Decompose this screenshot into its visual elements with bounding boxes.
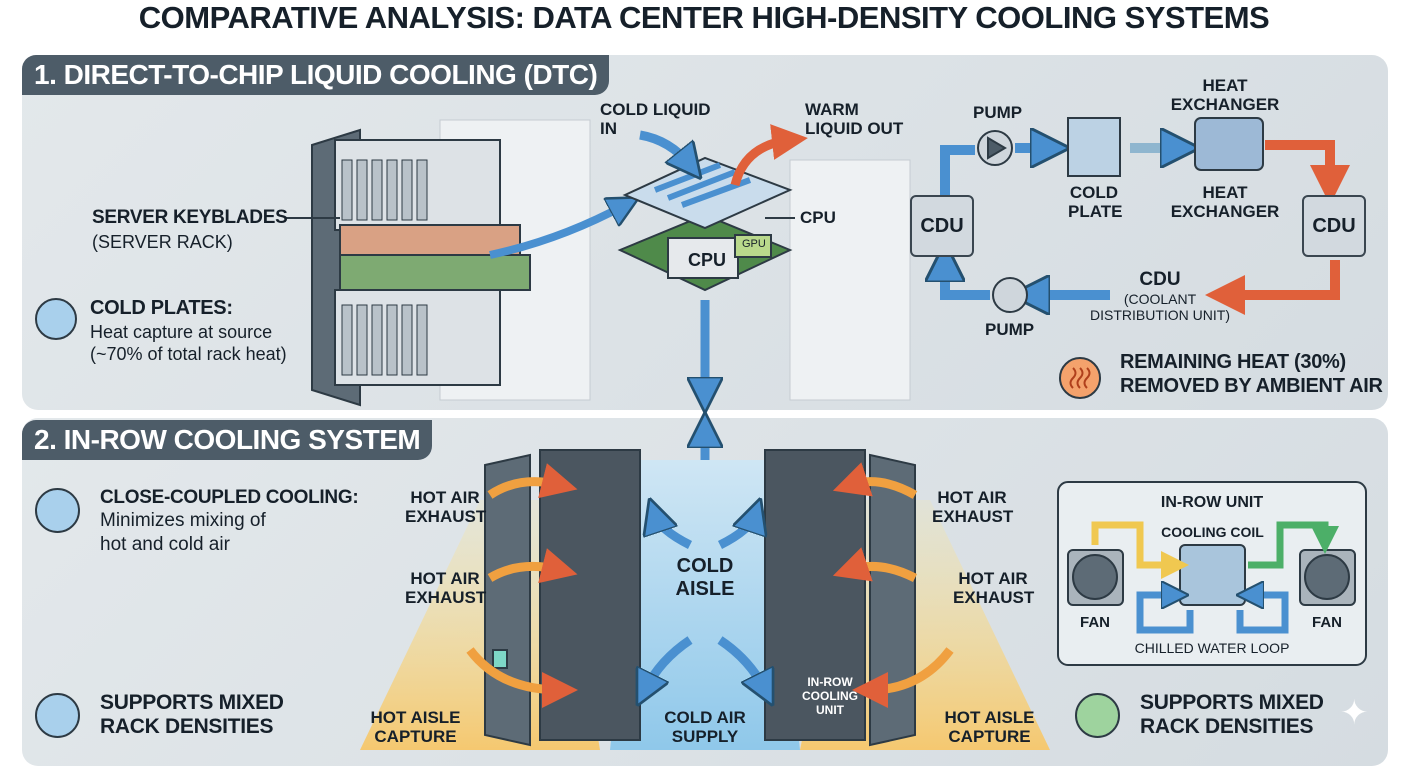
server-rack-illustration: [311, 128, 531, 407]
pump-top-label: PUMP: [973, 103, 1023, 122]
cold-plate-label: COLD: [1069, 183, 1119, 202]
hot-air-exhaust-label-2: EXHAUST: [953, 588, 1035, 607]
hot-air-exhaust-label: HOT AIR: [410, 569, 480, 588]
rack-row-left: [484, 449, 641, 747]
cold-plates-share: (~70% of total rack heat): [90, 344, 287, 364]
remaining-heat-label-2: REMOVED BY AMBIENT AIR: [1120, 375, 1383, 397]
mixed-density-right-2: RACK DENSITIES: [1140, 715, 1314, 738]
sparkle-icon: ✦: [1340, 694, 1369, 732]
chilled-water-loop-label: CHILLED WATER LOOP: [1134, 640, 1290, 656]
hot-aisle-capture-label-2: CAPTURE: [374, 727, 457, 746]
cdu-left-box: CDU: [910, 195, 974, 257]
hx-top-label: HEAT: [1202, 76, 1248, 95]
cold-aisle-label-2: AISLE: [675, 578, 735, 600]
warm-liquid-out-label: WARM: [805, 100, 859, 119]
hot-aisle-capture-label-2: CAPTURE: [948, 727, 1031, 746]
server-keyblades-label: SERVER KEYBLADES: [92, 207, 288, 228]
cdu-desc-2: DISTRIBUTION UNIT): [1090, 307, 1230, 323]
hot-air-exhaust-label: HOT AIR: [937, 488, 1007, 507]
cold-aisle-label: COLD: [676, 555, 734, 577]
warm-liquid-out-label-2: LIQUID OUT: [805, 119, 904, 138]
cdu-right-box: CDU: [1302, 195, 1366, 257]
cold-plates-desc: Heat capture at source: [90, 322, 273, 342]
mixed-density-left-2: RACK DENSITIES: [100, 715, 274, 738]
rack-cube-icon: [35, 693, 80, 738]
hot-air-exhaust-label: HOT AIR: [958, 569, 1028, 588]
inrow-cooling-unit-label-3: UNIT: [816, 703, 844, 717]
cold-air-supply-label-2: SUPPLY: [671, 727, 739, 746]
cold-air-supply-label: COLD AIR: [664, 708, 746, 727]
server-rack-label: (SERVER RACK): [92, 232, 233, 252]
cold-plates-title: COLD PLATES:: [90, 297, 233, 319]
inrow-cooling-unit-label: IN-ROW: [807, 675, 853, 689]
hot-aisle-capture-label: HOT AISLE: [370, 708, 461, 727]
hot-air-exhaust-label-2: EXHAUST: [405, 507, 487, 526]
coolant-loop: [945, 145, 1350, 315]
fan-left-label: FAN: [1080, 614, 1110, 631]
rack-density-icon: [1075, 693, 1120, 738]
chip-gpu: GPU: [742, 238, 766, 250]
cold-liquid-in-label-2: IN: [600, 119, 617, 138]
hot-air-exhaust-label-2: EXHAUST: [932, 507, 1014, 526]
mixed-density-left: SUPPORTS MIXED: [100, 691, 284, 714]
hx-label: HEAT: [1202, 183, 1248, 202]
close-coupled-cooling-icon: [35, 488, 80, 533]
fan-right-label: FAN: [1312, 614, 1342, 631]
close-coupled-title: CLOSE-COUPLED COOLING:: [100, 487, 359, 508]
inrow-cooling-unit-label-2: COOLING: [802, 689, 858, 703]
cpu-callout: CPU: [800, 208, 836, 227]
inrow-unit-title: IN-ROW UNIT: [1160, 494, 1264, 511]
cdu-label: CDU: [1139, 269, 1181, 290]
cold-plate-icon: [35, 298, 77, 340]
pump-bottom-label: PUMP: [985, 320, 1035, 339]
close-coupled-desc: Minimizes mixing of: [100, 510, 266, 531]
cdu-desc: (COOLANT: [1123, 291, 1197, 307]
remaining-heat-label: REMAINING HEAT (30%): [1120, 351, 1346, 373]
inrow-header: 2. IN-ROW COOLING SYSTEM: [22, 420, 433, 460]
chip-cpu: CPU: [688, 250, 727, 270]
hx-label-2: EXCHANGER: [1170, 202, 1280, 221]
hx-top-label-2: EXCHANGER: [1170, 95, 1280, 114]
hot-aisle-capture-label: HOT AISLE: [944, 708, 1035, 727]
cold-liquid-in-label: COLD LIQUID: [600, 100, 711, 119]
page-title: COMPARATIVE ANALYSIS: DATA CENTER HIGH-D…: [138, 0, 1270, 35]
close-coupled-desc-2: hot and cold air: [100, 534, 230, 555]
cold-plate-label-2: PLATE: [1068, 202, 1123, 221]
cold-plate-chip-illustration: [617, 156, 793, 292]
dtc-header: 1. DIRECT-TO-CHIP LIQUID COOLING (DTC): [22, 55, 610, 95]
hot-air-exhaust-label-2: EXHAUST: [405, 588, 487, 607]
cooling-coil-label: COOLING COIL: [1161, 524, 1264, 540]
hot-air-exhaust-label: HOT AIR: [410, 488, 480, 507]
mixed-density-right: SUPPORTS MIXED: [1140, 691, 1324, 714]
